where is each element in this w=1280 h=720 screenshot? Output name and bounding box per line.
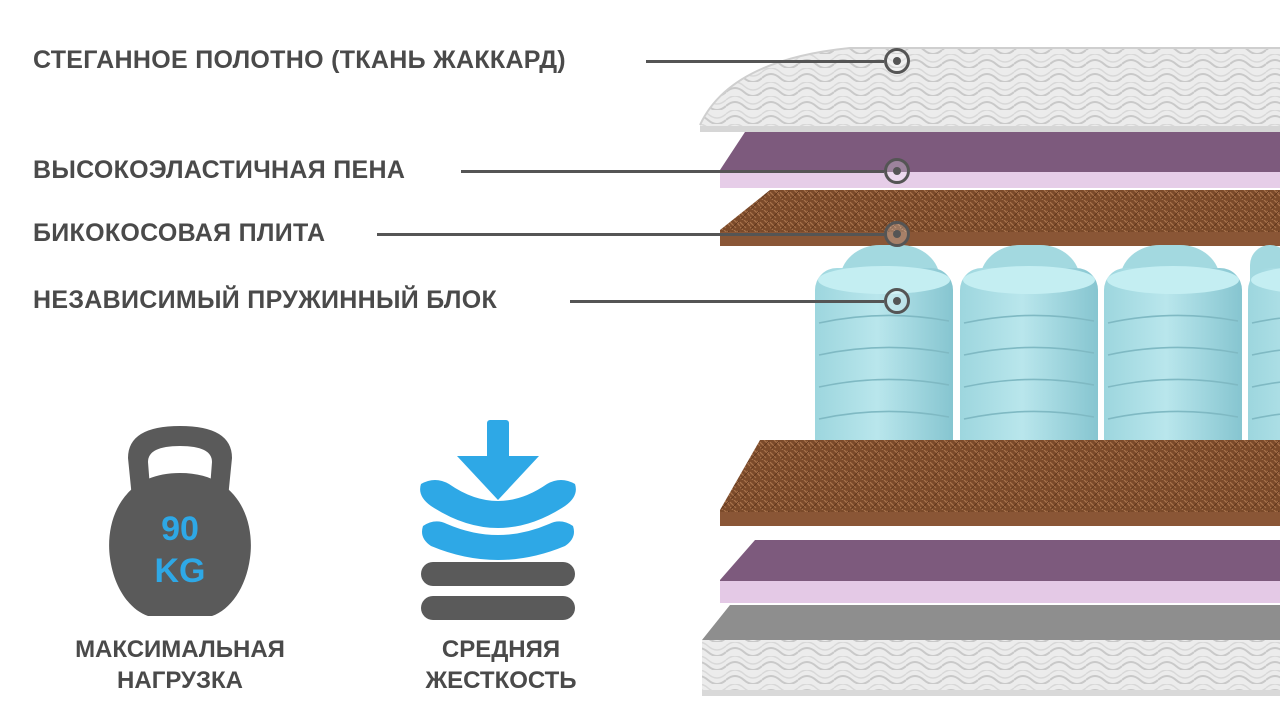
mattress-cross-section: [699, 47, 1280, 696]
quilted-cover-layer: [699, 47, 1280, 132]
bottom-foam-layer: [720, 540, 1280, 603]
leader-line-springs: [570, 300, 884, 303]
kettlebell-icon: 90 KG: [109, 426, 251, 616]
layer-label-springs: НЕЗАВИСИМЫЙ ПРУЖИННЫЙ БЛОК: [33, 286, 498, 314]
spring-block-layer: [815, 245, 1280, 493]
load-caption: МАКСИМАЛЬНАЯ НАГРУЗКА: [40, 634, 320, 696]
firmness-caption-line1: СРЕДНЯЯ: [441, 636, 561, 663]
layer-label-quilted: СТЕГАННОЕ ПОЛОТНО (ТКАНЬ ЖАККАРД): [33, 46, 566, 74]
leader-line-quilted: [646, 60, 884, 63]
load-caption-line2: НАГРУЗКА: [117, 667, 243, 694]
load-unit: KG: [155, 552, 206, 590]
layer-label-coconut: БИКОКОСОВАЯ ПЛИТА: [33, 219, 326, 247]
layer-marker-quilted-icon: [884, 48, 910, 74]
leader-line-foam: [461, 170, 884, 173]
bottom-cover-layer: [702, 605, 1280, 696]
top-coconut-layer: [720, 190, 1280, 246]
leader-line-coconut: [377, 233, 884, 236]
load-caption-line1: МАКСИМАЛЬНАЯ: [75, 636, 285, 663]
bottom-coconut-layer: [720, 440, 1280, 526]
top-foam-layer: [720, 132, 1280, 188]
firmness-layers-icon: [420, 420, 576, 620]
layer-marker-coconut-icon: [884, 221, 910, 247]
firmness-caption-line2: ЖЕСТКОСТЬ: [425, 667, 577, 694]
layer-marker-foam-icon: [884, 158, 910, 184]
firmness-caption: СРЕДНЯЯ ЖЕСТКОСТЬ: [368, 634, 634, 696]
layer-marker-springs-icon: [884, 288, 910, 314]
arrow-down-icon: [457, 420, 539, 500]
load-value: 90: [161, 510, 199, 548]
spring-column: [815, 266, 953, 493]
layer-label-foam: ВЫСОКОЭЛАСТИЧНАЯ ПЕНА: [33, 156, 406, 184]
